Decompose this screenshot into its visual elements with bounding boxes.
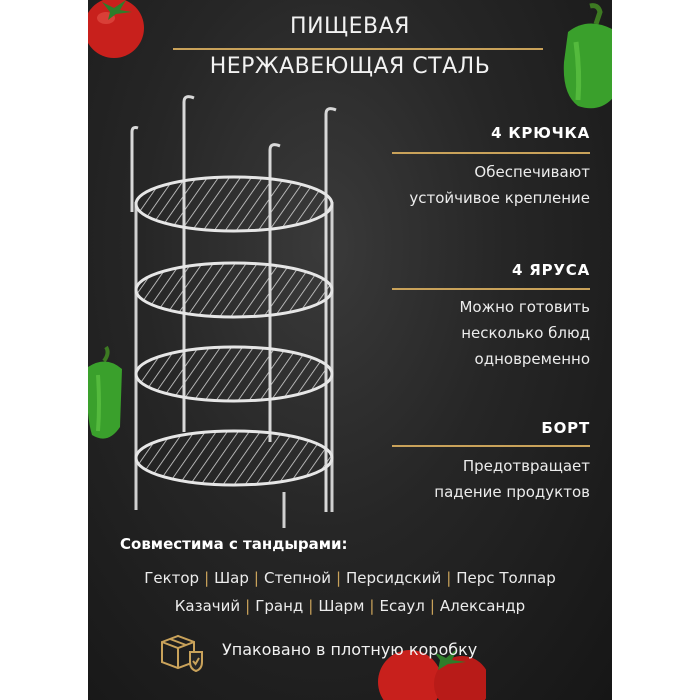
feature-desc-line: Обеспечивают: [474, 163, 590, 181]
tomato-icon: [378, 648, 486, 700]
feature-divider: [392, 288, 590, 290]
brand-separator: |: [446, 569, 452, 587]
title-divider: [173, 48, 543, 50]
feature-divider: [392, 445, 590, 447]
brand-separator: |: [369, 597, 375, 615]
feature-title-rim: БОРТ: [541, 419, 590, 437]
brand-separator: |: [245, 597, 251, 615]
page-title-line1: ПИЩЕВАЯ: [290, 14, 410, 39]
brand-name: Персидский: [346, 569, 442, 587]
feature-title-tiers: 4 ЯРУСА: [512, 261, 590, 279]
packaging-text: Упаковано в плотную коробку: [222, 640, 478, 659]
brand-name: Александр: [439, 597, 526, 615]
feature-desc-line: одновременно: [474, 350, 590, 368]
feature-title-hooks: 4 КРЮЧКА: [491, 124, 590, 142]
feature-desc-line: несколько блюд: [461, 324, 590, 342]
compat-brands-row2: Казачий|Гранд|Шарм|Есаул|Александр: [88, 597, 612, 615]
grill-rack-image: [130, 95, 337, 528]
feature-desc-tiers: Можно готовить несколько блюд одновремен…: [459, 294, 590, 372]
feature-desc-hooks: Обеспечивают устойчивое крепление: [409, 159, 590, 211]
brand-separator: |: [429, 597, 435, 615]
box-shield-icon: [161, 634, 203, 672]
tomato-icon: [88, 0, 144, 58]
brand-name: Казачий: [174, 597, 241, 615]
brand-separator: |: [308, 597, 314, 615]
brand-separator: |: [204, 569, 210, 587]
feature-desc-line: падение продуктов: [434, 483, 590, 501]
feature-desc-line: устойчивое крепление: [409, 189, 590, 207]
feature-desc-line: Можно готовить: [459, 298, 590, 316]
brand-name: Шарм: [318, 597, 365, 615]
brand-name: Гектор: [144, 569, 200, 587]
green-pepper-icon: [88, 345, 122, 439]
brand-separator: |: [335, 569, 342, 587]
feature-desc-line: Предотвращает: [462, 457, 590, 475]
brand-name: Есаул: [379, 597, 425, 615]
brand-name: Шар: [214, 569, 249, 587]
page-title-line2: НЕРЖАВЕЮЩАЯ СТАЛЬ: [209, 54, 491, 79]
green-pepper-icon: [563, 3, 612, 109]
brand-separator: |: [253, 569, 259, 587]
feature-desc-rim: Предотвращает падение продуктов: [434, 453, 590, 505]
compat-title: Совместима с тандырами:: [120, 535, 348, 553]
brand-name: Перс Толпар: [456, 569, 556, 587]
brand-name: Степной: [263, 569, 331, 587]
brand-name: Гранд: [255, 597, 304, 615]
feature-divider: [392, 152, 590, 154]
product-card: ПИЩЕВАЯ НЕРЖАВЕЮЩАЯ СТАЛЬ: [88, 0, 612, 700]
compat-brands-row1: Гектор|Шар|Степной|Персидский|Перс Толпа…: [88, 569, 612, 587]
